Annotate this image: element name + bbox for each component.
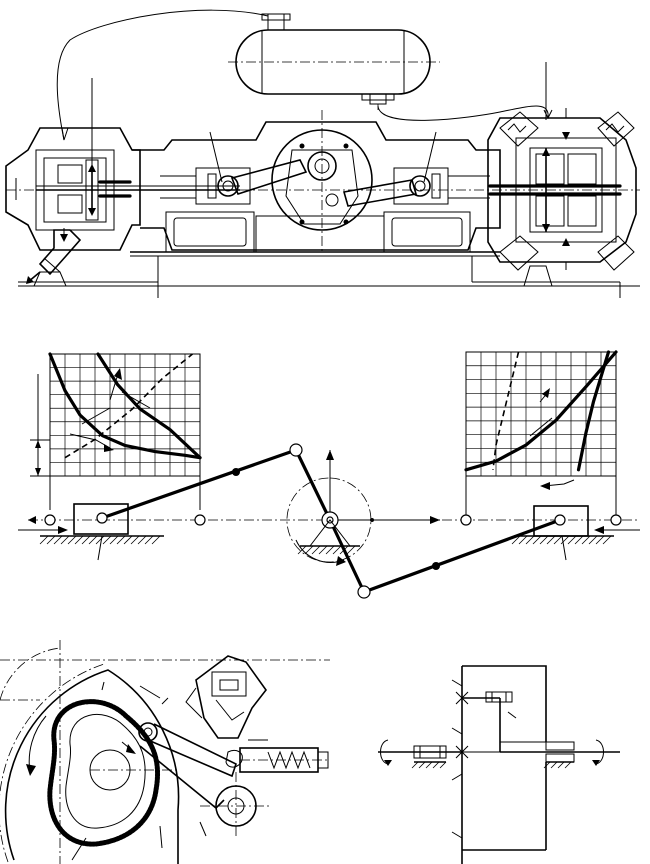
hatch-mark	[109, 535, 119, 545]
crank-mechanism-diagrams	[18, 350, 640, 599]
hatch-mark	[550, 761, 558, 769]
receiver-tank	[228, 13, 440, 110]
hatch-mark	[151, 535, 161, 545]
hatch-mark	[511, 535, 521, 545]
gear-train-scheme	[378, 665, 620, 864]
right-cylinder	[487, 108, 637, 287]
hatch-mark	[553, 535, 563, 545]
series-right-indicator-diagram-1	[492, 351, 520, 470]
delivery-pipe-left	[56, 9, 269, 141]
hatch-mark	[102, 535, 112, 545]
connecting-rod-left	[100, 448, 298, 520]
slider-left	[18, 503, 164, 561]
left-indicator-chart	[30, 352, 202, 510]
hatch-mark	[123, 535, 133, 545]
hatch-mark	[543, 761, 551, 769]
hatch-mark	[418, 761, 426, 769]
hatch-mark	[297, 545, 307, 555]
hatch-mark	[518, 535, 528, 545]
cam-groove-outer	[47, 699, 160, 847]
hatch-mark	[116, 535, 126, 545]
hatch-mark	[332, 545, 342, 555]
hatch-mark	[432, 761, 440, 769]
hatch-mark	[95, 535, 105, 545]
hatch-mark	[346, 545, 356, 555]
slider-right	[511, 505, 640, 561]
hatch-mark	[46, 535, 56, 545]
hatch-mark	[304, 545, 314, 555]
hatch-mark	[539, 535, 549, 545]
dead-center-left	[44, 514, 56, 526]
hatch-mark	[144, 535, 154, 545]
rotation-arrow-input	[380, 739, 389, 765]
series-right-indicator-diagram-0	[464, 350, 618, 472]
pump-unit	[185, 655, 268, 741]
hatch-mark	[88, 535, 98, 545]
compressor-section	[5, 9, 640, 298]
hatch-mark	[557, 761, 565, 769]
hatch-mark	[137, 535, 147, 545]
crank-pin-bottom	[357, 585, 371, 599]
hatch-mark	[560, 535, 570, 545]
hatch-mark	[339, 545, 349, 555]
hatch-mark	[567, 535, 577, 545]
hatch-mark	[581, 535, 591, 545]
hatch-mark	[74, 535, 84, 545]
series-left-indicator-diagram-1	[96, 352, 202, 460]
hatch-mark	[588, 535, 598, 545]
follower-roller	[138, 722, 158, 742]
hatch-mark	[602, 535, 612, 545]
dead-center-mid-left	[194, 514, 206, 526]
series-left-indicator-diagram-0	[48, 352, 202, 460]
crank-circle	[286, 477, 372, 563]
connecting-rod-right	[362, 518, 562, 594]
hatch-mark	[439, 761, 447, 769]
hatch-mark	[595, 535, 605, 545]
cam-mechanism	[0, 640, 330, 864]
hatch-mark	[39, 535, 49, 545]
cam-disc	[4, 669, 180, 864]
hatch-mark	[53, 535, 63, 545]
hatch-mark	[81, 535, 91, 545]
hatch-mark	[60, 535, 70, 545]
hatch-mark	[425, 761, 433, 769]
hatch-mark	[325, 545, 335, 555]
rotation-arrow-output	[595, 739, 604, 765]
gear-carrier	[462, 665, 547, 742]
series-right-indicator-diagram-2	[576, 350, 611, 472]
dead-center-right	[610, 514, 622, 526]
hatch-mark	[130, 535, 140, 545]
hatch-mark	[532, 535, 542, 545]
frame	[6, 110, 640, 282]
hatch-mark	[546, 535, 556, 545]
left-cylinder	[5, 127, 240, 287]
hatch-mark	[318, 545, 328, 555]
delivery-pipe-right	[377, 105, 549, 121]
hatch-mark	[67, 535, 77, 545]
series-left-indicator-diagram-2	[64, 353, 194, 459]
crank-pin-top	[289, 443, 303, 457]
hatch-mark	[564, 761, 572, 769]
right-indicator-chart	[464, 350, 618, 516]
dead-center-mid-right	[460, 514, 472, 526]
hatch-mark	[574, 535, 584, 545]
hatch-mark	[411, 761, 419, 769]
hatch-mark	[311, 545, 321, 555]
hatch-mark	[525, 535, 535, 545]
